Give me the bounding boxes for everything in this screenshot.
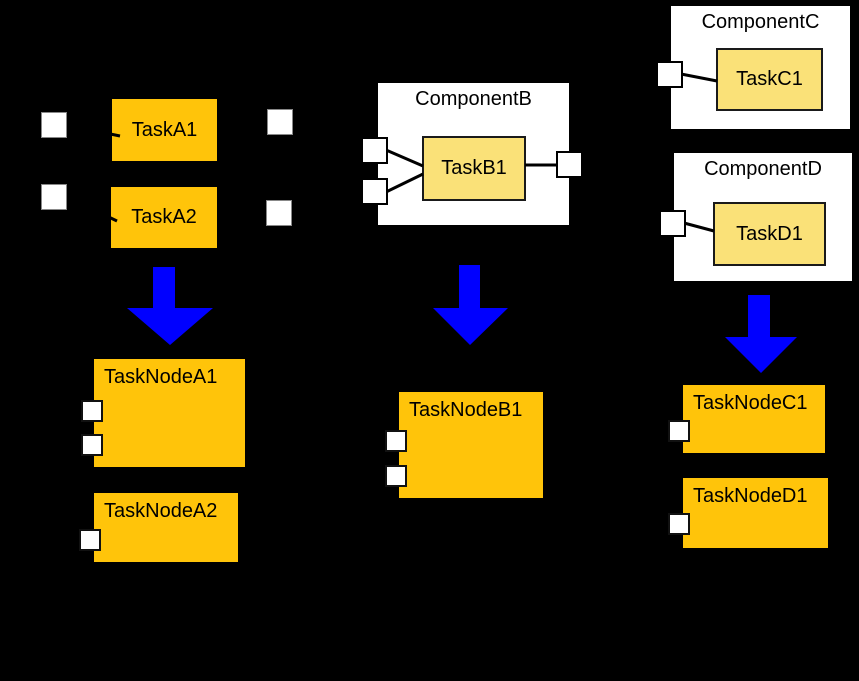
tasknode-d1-box: TaskNodeD1	[683, 478, 828, 548]
tasknode-b1-port-1	[385, 430, 407, 452]
tasknode-b1-box: TaskNodeB1	[399, 392, 543, 498]
component-d-label: ComponentD	[704, 158, 822, 180]
component-c-left-port	[656, 61, 683, 88]
task-b1-box: TaskB1	[422, 136, 526, 201]
task-a2-right-port	[266, 200, 292, 226]
component-b-left-port-1	[361, 137, 388, 164]
task-a2-left-port	[41, 184, 67, 210]
tasknode-a1-port-2	[81, 434, 103, 456]
task-d1-box: TaskD1	[713, 202, 826, 266]
task-a1-left-port	[41, 112, 67, 138]
tasknode-b1-port-2	[385, 465, 407, 487]
component-c-label: ComponentC	[701, 11, 820, 33]
task-a1-box: TaskA1	[112, 99, 217, 161]
tasknode-c1-port-1	[668, 420, 690, 442]
tasknode-a2-port-1	[79, 529, 101, 551]
tasknode-d1-port-1	[668, 513, 690, 535]
task-a1-right-port	[267, 109, 293, 135]
tasknode-c1-box: TaskNodeC1	[683, 385, 825, 453]
component-b-left-port-2	[361, 178, 388, 205]
task-c1-box: TaskC1	[716, 48, 823, 111]
component-b-label: ComponentB	[415, 88, 532, 110]
task-a2-box: TaskA2	[111, 187, 217, 248]
tasknode-a1-box: TaskNodeA1	[94, 359, 245, 467]
tasknode-a1-port-1	[81, 400, 103, 422]
tasknode-a2-box: TaskNodeA2	[94, 493, 238, 562]
component-b-right-port	[556, 151, 583, 178]
component-d-left-port	[659, 210, 686, 237]
